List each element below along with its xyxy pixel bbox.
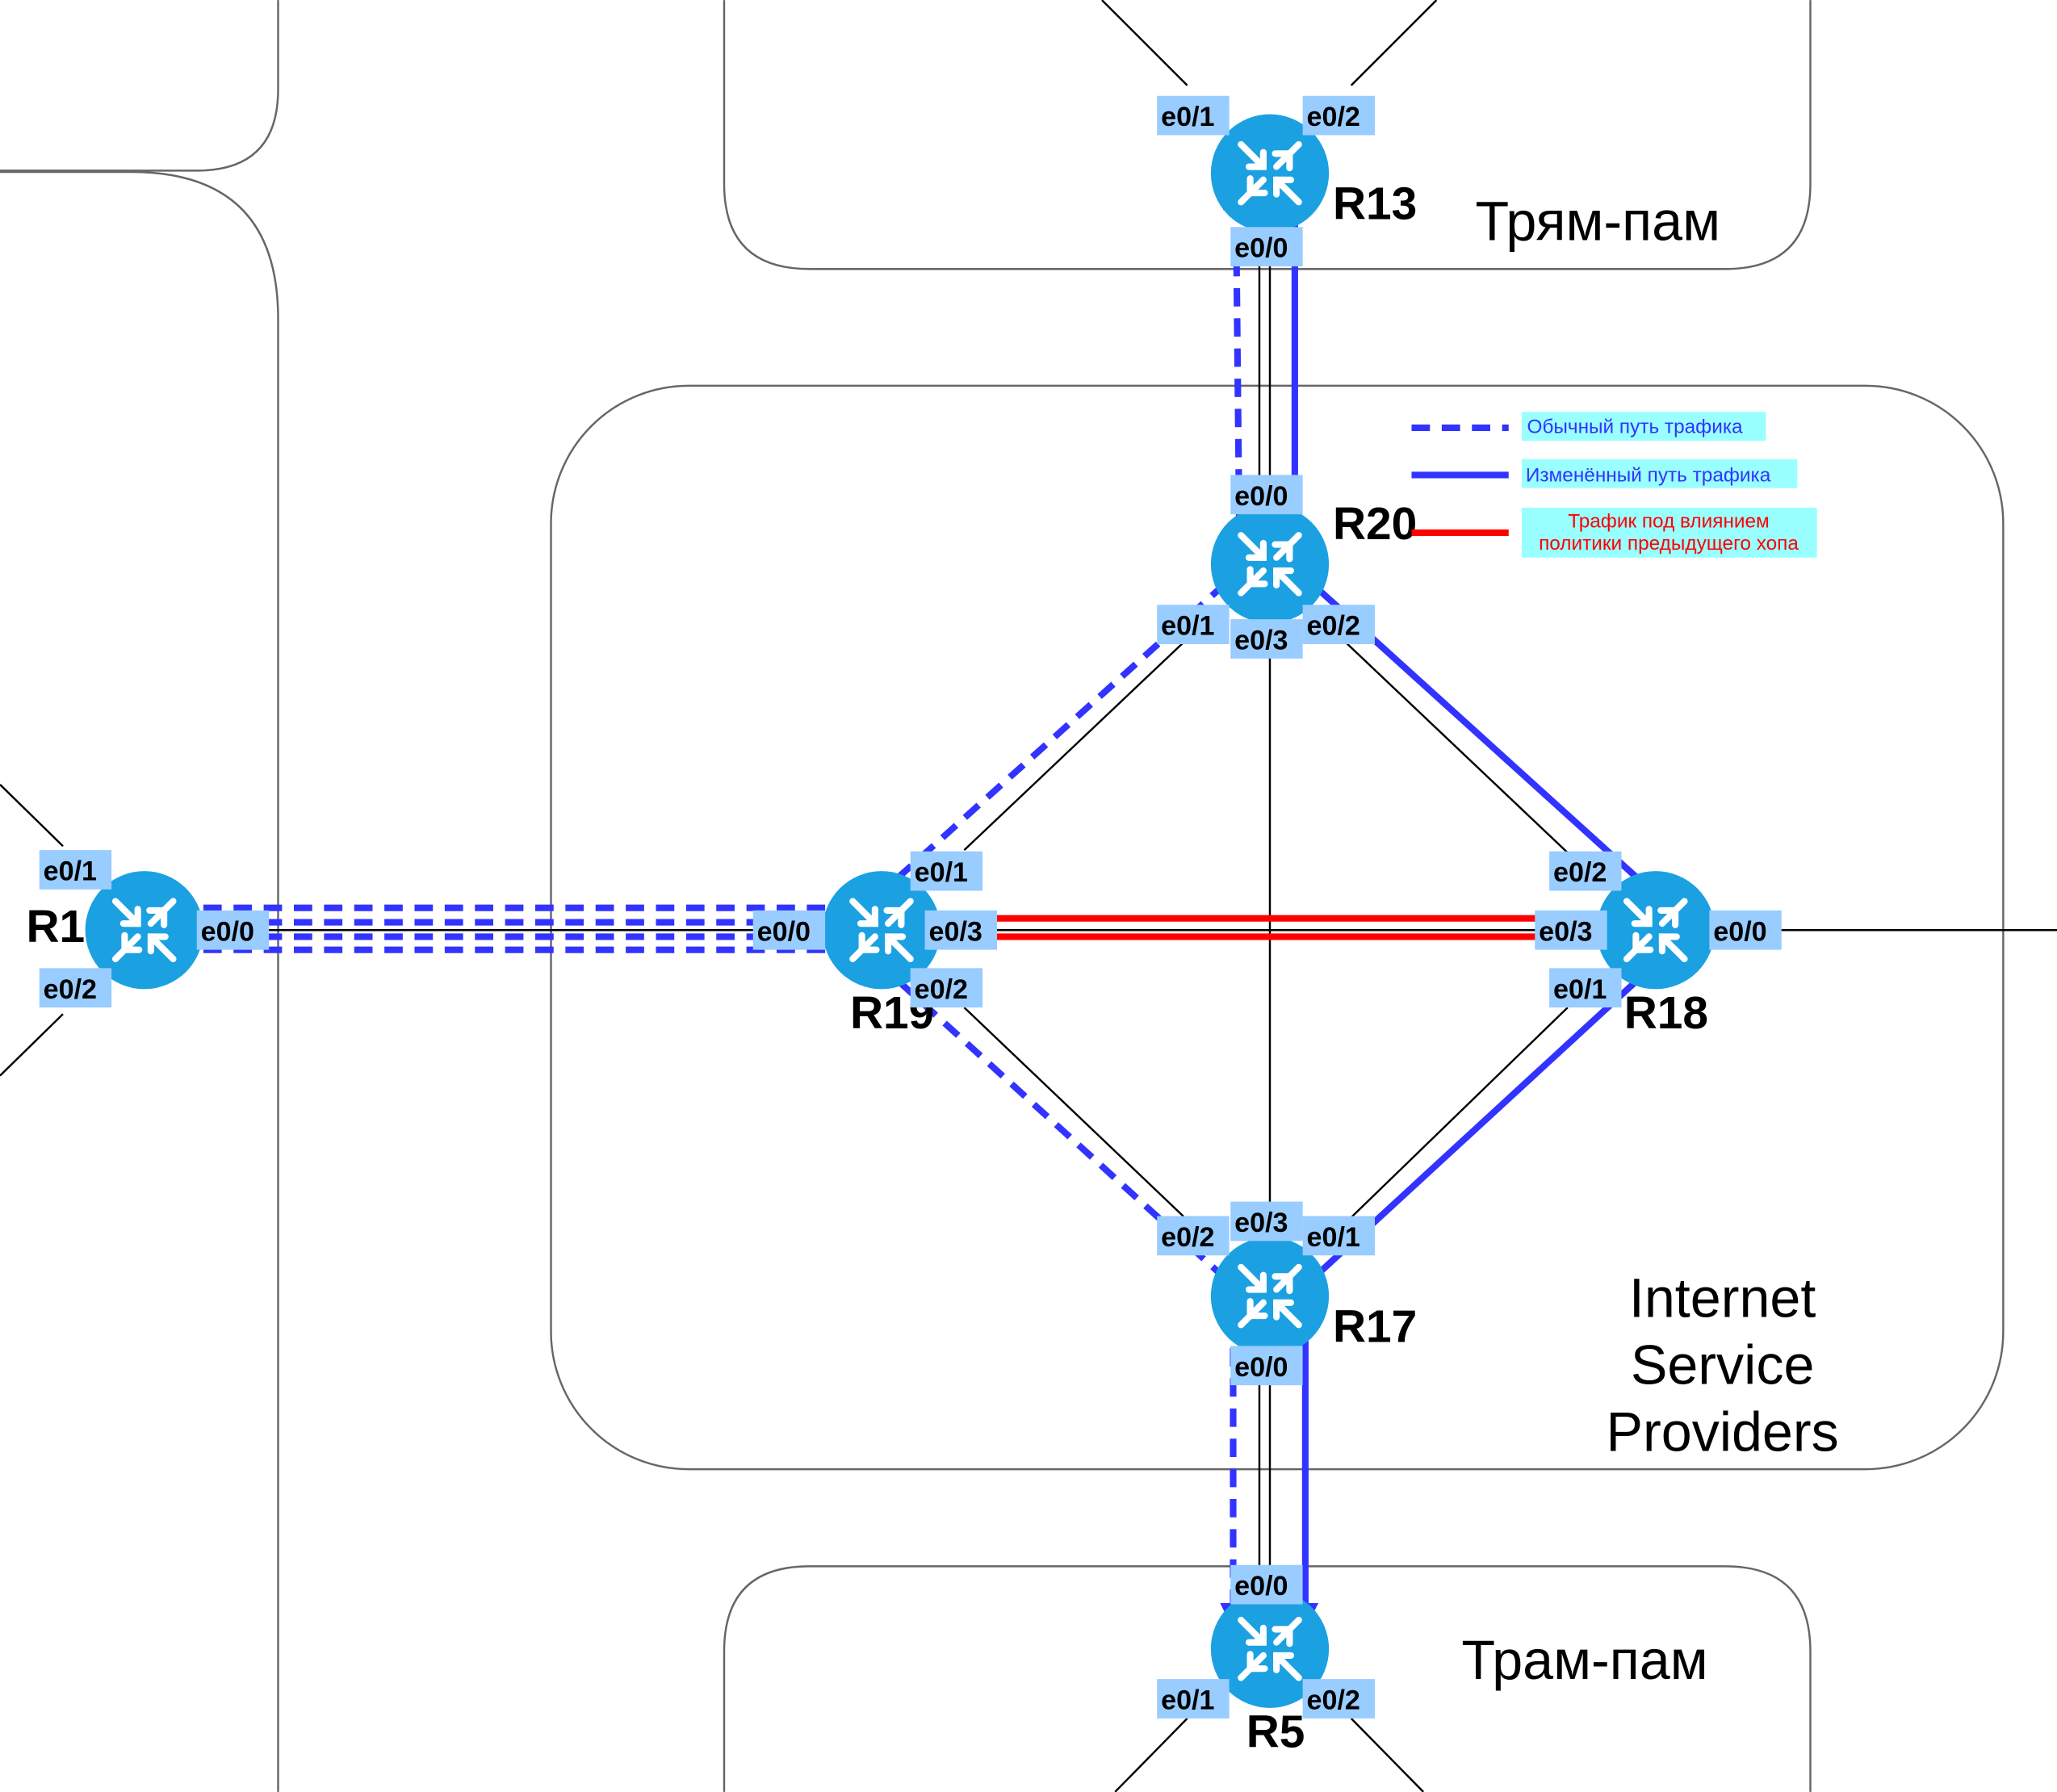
legend-normal-path: Обычный путь трафика — [1527, 416, 1744, 438]
legend-changed-path: Изменённый путь трафика — [1526, 465, 1771, 487]
zone-label-isp-line1: Internet — [1629, 1268, 1816, 1329]
router-r13[interactable] — [1210, 114, 1330, 232]
iface-r13-e01: e0/1 — [1161, 102, 1214, 132]
link-r19-r17 — [963, 1007, 1188, 1221]
iface-r20-e01: e0/1 — [1161, 611, 1214, 642]
iface-r5-e02: e0/2 — [1307, 1685, 1360, 1716]
iface-r17-e01: e0/1 — [1307, 1222, 1360, 1253]
top-zone-frame — [723, 0, 1812, 270]
legend-prev-hop-line1: Трафик под влиянием — [1568, 510, 1770, 532]
left-lower-zone-frame — [0, 170, 279, 1792]
router-r20[interactable] — [1210, 505, 1330, 623]
legend: Обычный путь трафика Изменённый путь тра… — [1411, 412, 1817, 558]
link-r1-lower — [0, 1013, 64, 1077]
router-label-r13: R13 — [1333, 179, 1417, 230]
router-r17[interactable] — [1210, 1237, 1330, 1355]
link-r5-bottom-left — [1114, 1718, 1188, 1792]
iface-r17-e02: e0/2 — [1161, 1222, 1214, 1253]
router-r1[interactable] — [85, 871, 203, 990]
router-label-r5: R5 — [1246, 1707, 1305, 1758]
iface-r20-e02: e0/2 — [1307, 611, 1360, 642]
iface-r5-e00: e0/0 — [1234, 1571, 1288, 1601]
iface-r18-e02: e0/2 — [1553, 857, 1607, 888]
iface-r17-e00: e0/0 — [1234, 1352, 1288, 1383]
normal-path-dashed — [203, 183, 1250, 1630]
router-r5[interactable] — [1210, 1589, 1330, 1708]
link-r17-r18-a — [1350, 1007, 1569, 1218]
link-r5-bottom-right — [1350, 1718, 1424, 1792]
router-label-r1: R1 — [27, 902, 86, 953]
zone-label-top: Трям-пам — [1476, 191, 1721, 253]
zone-label-isp-line2: Service — [1631, 1335, 1815, 1396]
legend-prev-hop-line2: политики предыдущего хопа — [1539, 533, 1799, 555]
link-r13-top-right — [1350, 0, 1438, 86]
iface-r1-e01: e0/1 — [44, 856, 97, 887]
iface-r18-e01: e0/1 — [1553, 974, 1607, 1005]
link-r20-r18-a — [1341, 638, 1569, 854]
isp-zone-frame — [550, 384, 2005, 1471]
iface-r13-e00: e0/0 — [1234, 233, 1288, 264]
iface-r18-e03: e0/3 — [1539, 916, 1592, 947]
iface-r1-e02: e0/2 — [44, 974, 97, 1005]
zone-label-isp-line3: Providers — [1606, 1401, 1838, 1463]
router-label-r20: R20 — [1333, 499, 1417, 550]
router-label-r18: R18 — [1624, 988, 1708, 1039]
link-r13-top-left — [1101, 0, 1188, 86]
iface-r17-e03: e0/3 — [1234, 1208, 1288, 1238]
router-label-r17: R17 — [1333, 1302, 1417, 1353]
interface-badges: e0/1 e0/2 e0/0 e0/1 e0/2 e0/0 e0/0 e0/1 … — [39, 95, 1782, 1719]
iface-r19-e00: e0/0 — [757, 916, 811, 947]
router-r19[interactable] — [822, 871, 941, 990]
iface-r1-e00: e0/0 — [201, 916, 254, 947]
iface-r18-e00: e0/0 — [1713, 916, 1766, 947]
iface-r19-e02: e0/2 — [915, 974, 968, 1005]
iface-r19-e01: e0/1 — [915, 857, 968, 888]
router-r18[interactable] — [1596, 871, 1715, 990]
link-r19-r20 — [963, 638, 1188, 852]
iface-r19-e03: e0/3 — [929, 916, 982, 947]
iface-r5-e01: e0/1 — [1161, 1685, 1214, 1716]
zone-label-bottom: Трам-пам — [1461, 1630, 1707, 1691]
iface-r20-e03: e0/3 — [1234, 626, 1288, 656]
zone-frames — [0, 0, 2005, 1792]
iface-r20-e00: e0/0 — [1234, 481, 1288, 512]
link-r1-upper — [0, 784, 64, 848]
iface-r13-e02: e0/2 — [1307, 102, 1360, 132]
left-upper-zone-frame — [0, 0, 279, 172]
